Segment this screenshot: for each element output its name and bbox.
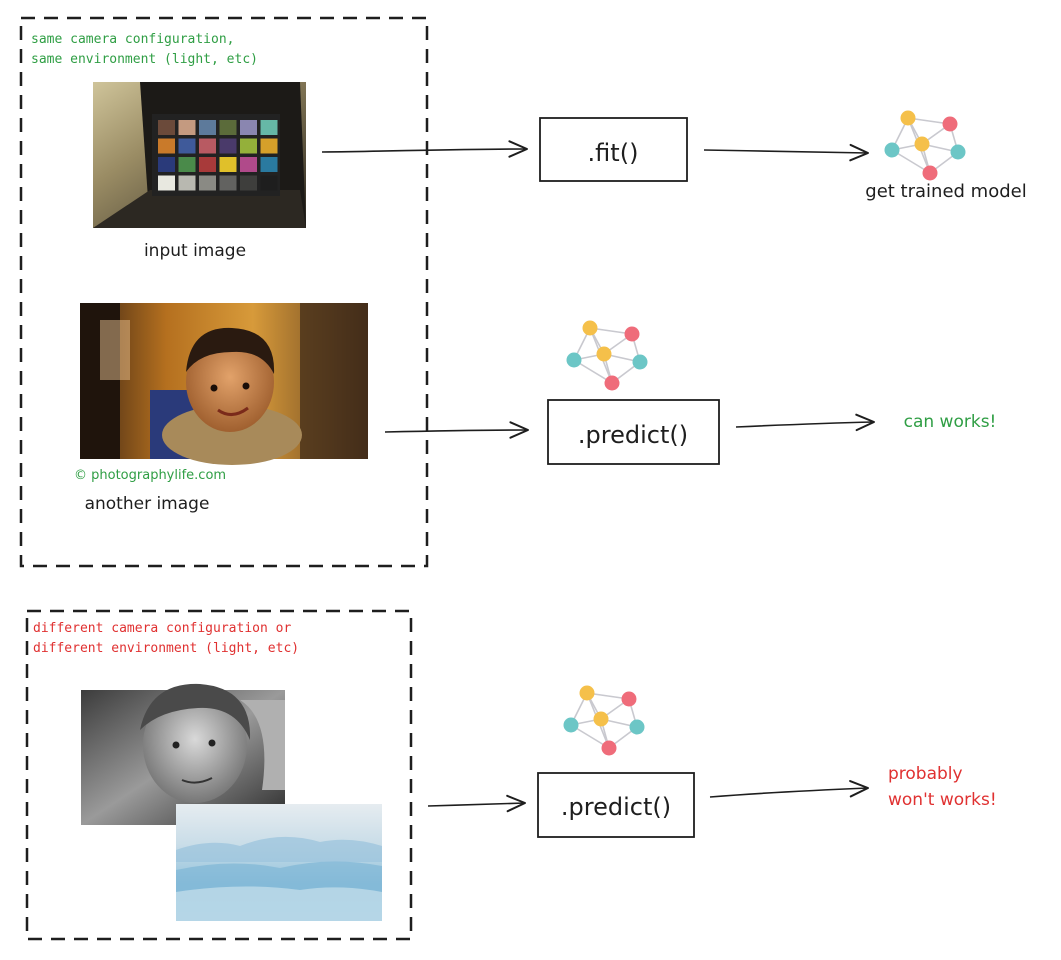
color-swatch <box>219 157 237 172</box>
diff-config-note-line2: different environment (light, etc) <box>33 641 299 656</box>
predict-label-1: .predict() <box>578 421 688 449</box>
color-swatch <box>240 175 257 191</box>
trained-model-label: get trained model <box>865 181 1026 202</box>
color-swatch <box>199 120 216 135</box>
same-config-group-border <box>19 16 429 568</box>
old-woman-image <box>81 683 285 825</box>
arrow-fit-to-model <box>703 143 869 162</box>
diff-config-note-line1: different camera configuration or <box>33 621 291 636</box>
color-swatch <box>178 120 196 135</box>
trained-model-icon <box>884 110 966 181</box>
network-node <box>566 352 582 368</box>
same-config-note-line2: same environment (light, etc) <box>31 52 258 67</box>
fit-label: .fit() <box>588 139 639 167</box>
diff-config-group-border <box>25 609 413 941</box>
color-checker-swatches <box>158 120 278 191</box>
network-node <box>604 375 620 391</box>
color-swatch <box>199 175 216 191</box>
network-node <box>601 740 617 756</box>
arrow-input-to-fit <box>321 140 528 158</box>
color-swatch <box>219 138 237 154</box>
arrow-diff-to-predict <box>427 794 526 813</box>
probably-label-line1: probably <box>888 764 963 784</box>
predict-label-2: .predict() <box>561 793 671 821</box>
network-node <box>593 711 609 727</box>
color-swatch <box>158 120 175 135</box>
color-swatch <box>260 175 278 191</box>
predict-box-2 <box>537 772 695 838</box>
network-node <box>884 142 900 158</box>
model-icon-predict-1 <box>566 320 648 391</box>
network-node <box>914 136 930 152</box>
arrow-predict-to-probably <box>709 780 869 798</box>
input-image-caption: input image <box>144 241 246 261</box>
network-node <box>922 165 938 181</box>
network-node <box>596 346 612 362</box>
photo-credit: © photographylife.com <box>74 468 226 483</box>
network-node <box>582 320 598 336</box>
color-checker-image <box>93 82 306 228</box>
same-config-note-line1: same camera configuration, <box>31 32 235 47</box>
network-node <box>900 110 916 126</box>
model-icon-predict-2 <box>563 685 645 756</box>
child-image <box>80 303 368 465</box>
color-swatch <box>158 138 175 154</box>
arrow-another-to-predict <box>384 421 529 439</box>
network-node <box>942 116 958 132</box>
network-node <box>621 691 637 707</box>
color-swatch <box>260 157 278 172</box>
color-swatch <box>158 157 175 172</box>
color-swatch <box>199 157 216 172</box>
clouds-image <box>176 804 382 921</box>
network-node <box>950 144 966 160</box>
color-swatch <box>240 120 257 135</box>
can-works-label: can works! <box>904 412 997 432</box>
another-image-caption: another image <box>85 494 210 514</box>
color-swatch <box>178 175 196 191</box>
network-node <box>579 685 595 701</box>
network-node <box>629 719 645 735</box>
network-node <box>624 326 640 342</box>
color-swatch <box>260 120 278 135</box>
color-swatch <box>260 138 278 154</box>
predict-box-1 <box>547 399 720 465</box>
network-node <box>563 717 579 733</box>
color-swatch <box>178 157 196 172</box>
color-swatch <box>219 120 237 135</box>
color-swatch <box>199 138 216 154</box>
color-swatch <box>219 175 237 191</box>
color-swatch <box>240 157 257 172</box>
color-swatch <box>178 138 196 154</box>
network-node <box>632 354 648 370</box>
color-swatch <box>158 175 175 191</box>
fit-box <box>539 117 688 182</box>
arrow-predict-to-works <box>735 413 875 432</box>
color-swatch <box>240 138 257 154</box>
probably-label-line2: won't works! <box>888 790 997 810</box>
